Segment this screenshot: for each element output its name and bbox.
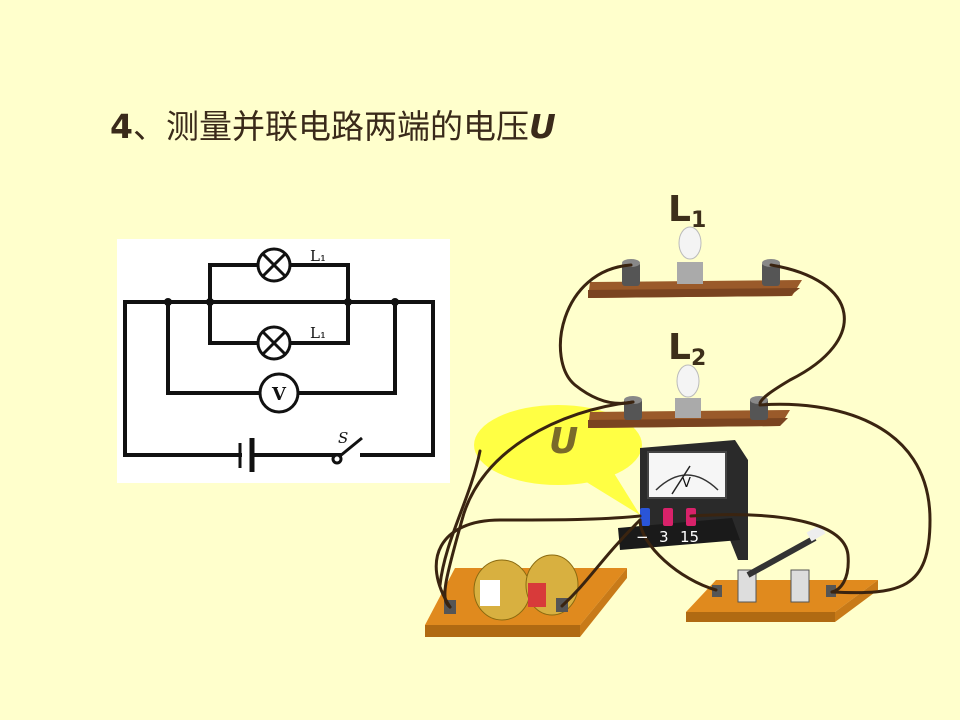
battery-holder (425, 554, 627, 637)
title-symbol: U (528, 107, 556, 146)
terminal-15-label: 15 (680, 528, 700, 546)
wire-lamp-left (558, 263, 635, 405)
lamp1-letter: L (668, 189, 691, 230)
page-title: 4、测量并联电路两端的电压U (110, 100, 556, 148)
voltmeter-device (618, 440, 748, 560)
lamp1-left-wire (208, 263, 260, 304)
terminal-3-label: 3 (659, 528, 669, 546)
lamp2-letter: L (668, 327, 691, 368)
voltmeter-right-wire (296, 300, 397, 395)
wire-battery-loop (434, 514, 642, 609)
voltmeter-symbol-icon: V (258, 372, 300, 414)
schematic-lamp2-label: L₁ (310, 324, 326, 342)
lamp1-index: 1 (690, 208, 707, 233)
voltmeter-left-wire (166, 300, 262, 395)
voltmeter-face-symbol: V (682, 476, 691, 491)
lamp2-symbol-icon (256, 325, 292, 361)
lamp1-right-wire (288, 263, 350, 304)
terminal-3-icon (663, 508, 673, 526)
terminal-negative-icon (640, 508, 650, 526)
apparatus-lamp2-label: L2 (668, 330, 706, 370)
terminal-minus-label: − (636, 528, 649, 546)
title-number: 4 (110, 107, 133, 146)
wire-meter-switch (689, 513, 850, 594)
outer-wire-left (123, 300, 242, 457)
switch-board (686, 524, 878, 622)
lamp2-right-wire (288, 300, 350, 345)
wire-lamp-right (758, 263, 846, 405)
schematic-lamp1-label: L₁ (310, 247, 326, 265)
wire-meter-lead (438, 449, 482, 587)
lamp2-board (588, 364, 790, 428)
bubble-voltage-text: U (549, 421, 579, 462)
wire-lamp2-switch (758, 402, 932, 595)
switch-symbol-icon (331, 436, 363, 465)
lamp1-symbol-icon (256, 247, 292, 283)
lamp2-left-wire (208, 300, 260, 345)
outer-wire-right (360, 300, 435, 457)
lamp1-bulb-icon (678, 226, 702, 260)
lamp2-index: 2 (690, 346, 707, 371)
title-text: 、测量并联电路两端的电压 (132, 107, 529, 146)
schematic-switch-label: S (338, 429, 348, 447)
connecting-wires (434, 263, 932, 609)
voltmeter-symbol-letter: V (271, 384, 287, 405)
apparatus-lamp1-label: L1 (668, 192, 706, 232)
wire-switch-meter (638, 518, 718, 592)
lamp1-board (588, 226, 802, 298)
battery-symbol-icon (238, 438, 255, 472)
wire-lamp2-battery (443, 400, 635, 609)
wire-battery-meter (560, 518, 642, 608)
lamp2-bulb-icon (676, 364, 700, 398)
